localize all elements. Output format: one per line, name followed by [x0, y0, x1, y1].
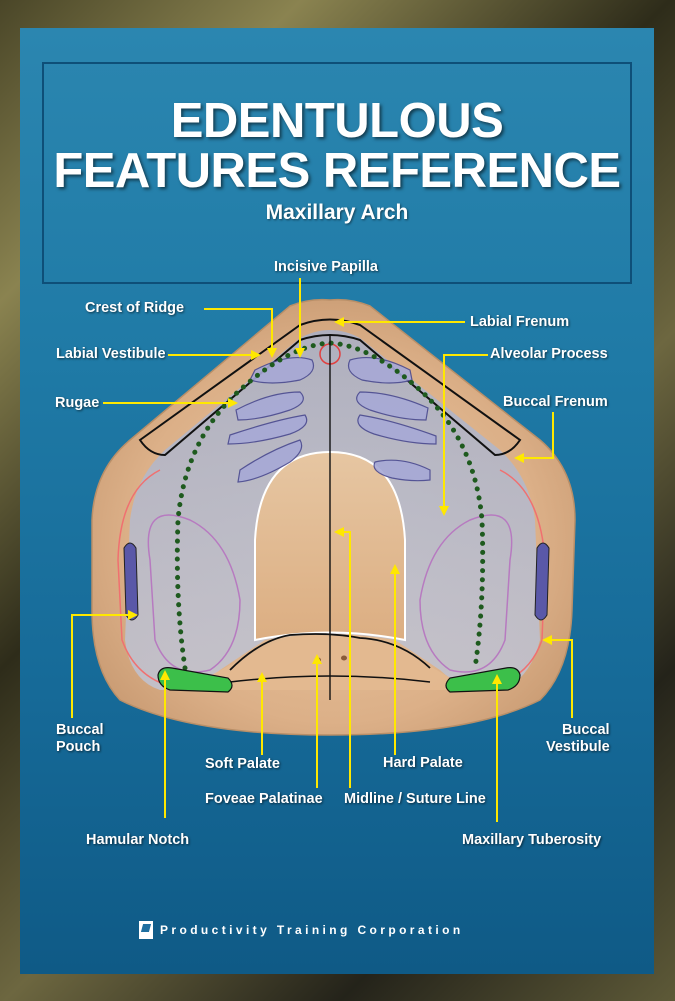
buccal-pouch-left-mark — [123, 542, 139, 621]
title-box — [42, 62, 632, 284]
fovea-right — [341, 655, 347, 661]
label-maxillary-tuberosity: Maxillary Tuberosity — [462, 832, 602, 848]
title-line-1: EDENTULOUS — [170, 94, 504, 148]
hamular-notch-right — [445, 667, 521, 693]
label-labial-vestibule: Labial Vestibule — [56, 346, 166, 362]
label-hamular-notch: Hamular Notch — [86, 832, 190, 848]
tuberosity-outline-right — [419, 514, 513, 673]
leader-arrowheads — [128, 317, 552, 684]
label-crest-of-ridge: Crest of Ridge — [85, 300, 185, 316]
rugae-group — [227, 356, 437, 483]
label-buccal-pouch-2: Pouch — [56, 739, 101, 755]
hamular-notch-left — [157, 667, 233, 693]
label-foveae-palatinae: Foveae Palatinae — [205, 791, 323, 807]
ptc-logo-icon — [139, 921, 153, 939]
title-line-2: FEATURES REFERENCE — [53, 144, 621, 198]
vibrating-line — [229, 633, 431, 671]
label-buccal-vestibule-2: Vestibule — [546, 739, 610, 755]
label-midline-suture: Midline / Suture Line — [344, 791, 486, 807]
label-incisive-papilla: Incisive Papilla — [274, 259, 378, 275]
label-buccal-vestibule-1: Buccal — [562, 722, 610, 738]
buccal-pouch-right-mark — [534, 542, 550, 621]
label-buccal-pouch-1: Buccal — [56, 722, 104, 738]
subtitle: Maxillary Arch — [265, 201, 409, 224]
label-alveolar-process: Alveolar Process — [490, 346, 608, 362]
label-rugae: Rugae — [55, 395, 100, 411]
label-hard-palate: Hard Palate — [383, 755, 463, 771]
label-buccal-frenum: Buccal Frenum — [503, 394, 608, 410]
label-soft-palate: Soft Palate — [205, 756, 280, 772]
label-labial-frenum: Labial Frenum — [470, 314, 570, 330]
footer-company: Productivity Training Corporation — [160, 923, 464, 937]
